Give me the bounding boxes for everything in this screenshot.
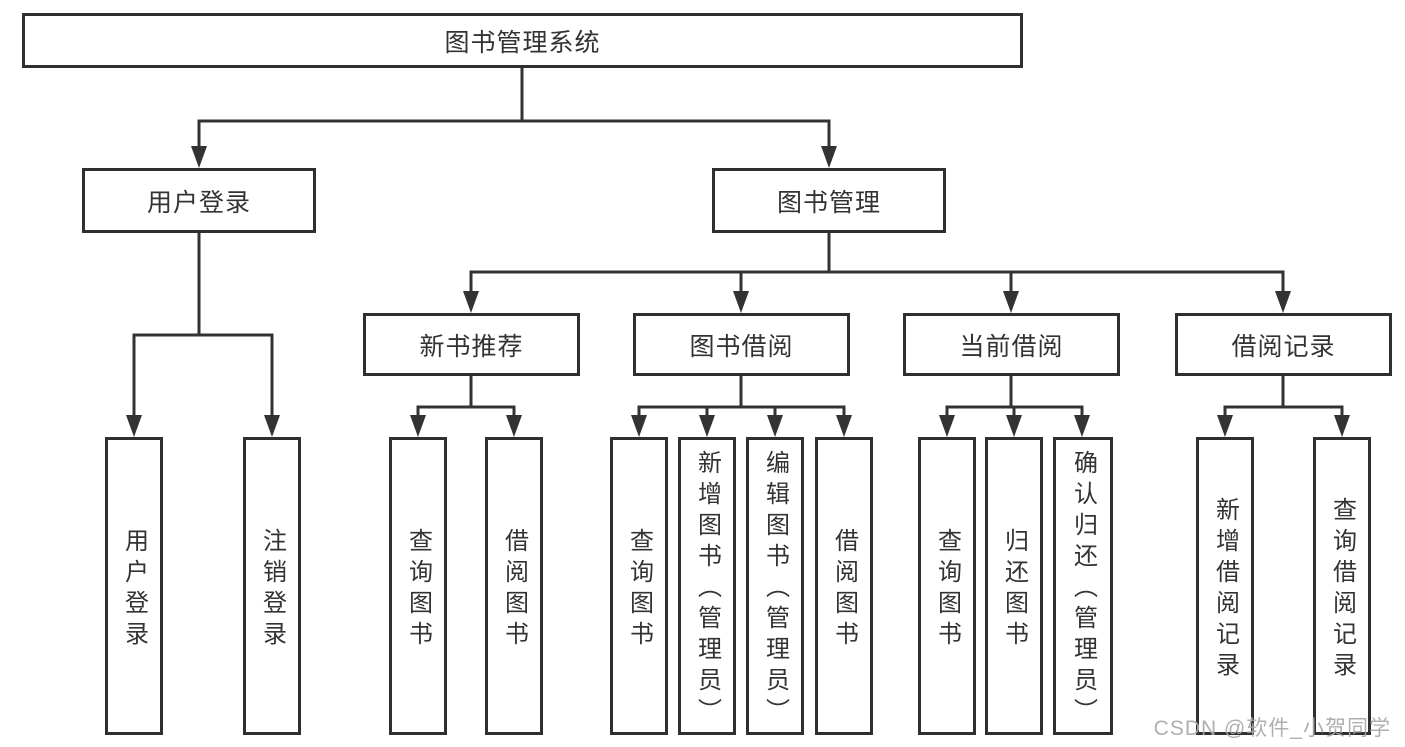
watermark: CSDN @软件_小贺同学 bbox=[1153, 717, 1391, 740]
node-label: 用户登录 bbox=[146, 188, 251, 217]
node-borrowing-records: 借阅记录 bbox=[1175, 313, 1392, 376]
connector-book-borrowing-children bbox=[631, 376, 852, 437]
node-user-login: 用户登录 bbox=[82, 168, 316, 233]
node-book-borrowing: 图书借阅 bbox=[633, 313, 850, 376]
node-book-management: 图书管理 bbox=[712, 168, 946, 233]
node-label: 借阅记录 bbox=[1231, 332, 1336, 361]
node-label: 用户登录 bbox=[120, 527, 148, 652]
leaf-add-borrow-record: 新增借阅记录 bbox=[1196, 437, 1254, 735]
connector-root-to-level2 bbox=[191, 68, 837, 168]
leaf-edit-book-admin: 编辑图书（管理员） bbox=[746, 437, 804, 735]
node-label: 图书管理 bbox=[776, 188, 881, 217]
node-label: 新增图书（管理员） bbox=[693, 450, 721, 729]
leaf-query-books-current: 查询图书 bbox=[918, 437, 976, 735]
node-current-borrowing: 当前借阅 bbox=[903, 313, 1120, 376]
node-label: 注销登录 bbox=[258, 527, 286, 652]
leaf-logout: 注销登录 bbox=[243, 437, 301, 735]
node-label: 查询图书 bbox=[625, 527, 653, 652]
node-label: 归还图书 bbox=[1000, 527, 1028, 652]
node-label: 确认归还（管理员） bbox=[1069, 450, 1097, 729]
node-label: 新增借阅记录 bbox=[1211, 496, 1239, 683]
connector-book-management-children bbox=[463, 233, 1291, 313]
leaf-borrow-books-borrowing: 借阅图书 bbox=[815, 437, 873, 735]
node-label: 编辑图书（管理员） bbox=[761, 450, 789, 729]
node-label: 图书借阅 bbox=[689, 332, 794, 361]
leaf-query-books-borrowing: 查询图书 bbox=[610, 437, 668, 735]
node-new-book-recommend: 新书推荐 bbox=[363, 313, 580, 376]
connector-current-borrowing-children bbox=[939, 376, 1090, 437]
node-label: 查询借阅记录 bbox=[1328, 496, 1356, 683]
node-label: 图书管理系统 bbox=[444, 28, 601, 57]
leaf-return-book: 归还图书 bbox=[985, 437, 1043, 735]
leaf-query-borrow-record: 查询借阅记录 bbox=[1313, 437, 1371, 735]
node-label: 查询图书 bbox=[933, 527, 961, 652]
leaf-confirm-return-admin: 确认归还（管理员） bbox=[1053, 437, 1113, 735]
leaf-user-login: 用户登录 bbox=[105, 437, 163, 735]
node-library-system: 图书管理系统 bbox=[22, 13, 1023, 68]
leaf-add-book-admin: 新增图书（管理员） bbox=[678, 437, 736, 735]
node-label: 查询图书 bbox=[404, 527, 432, 652]
node-label: 当前借阅 bbox=[959, 332, 1064, 361]
leaf-borrow-books-recommend: 借阅图书 bbox=[485, 437, 543, 735]
leaf-query-books-recommend: 查询图书 bbox=[389, 437, 447, 735]
connector-user-login-children bbox=[126, 233, 280, 437]
connector-new-book-recommend-children bbox=[410, 376, 522, 437]
node-label: 借阅图书 bbox=[500, 527, 528, 652]
node-label: 借阅图书 bbox=[830, 527, 858, 652]
connector-borrowing-records-children bbox=[1217, 376, 1350, 437]
node-label: 新书推荐 bbox=[419, 332, 524, 361]
